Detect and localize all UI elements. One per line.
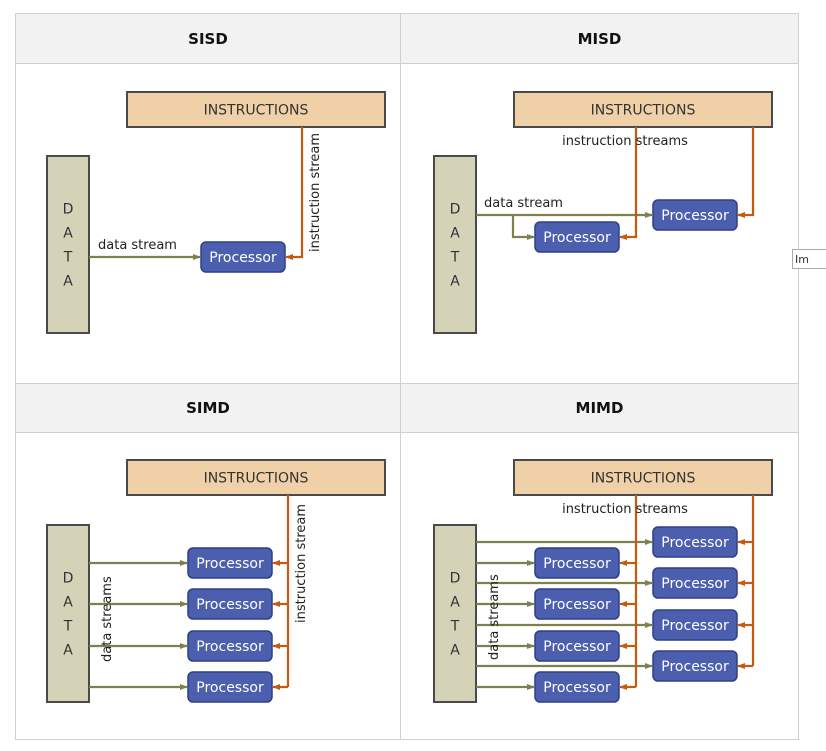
processor-label: Processor — [661, 618, 729, 634]
title-mimd: MIMD — [575, 399, 624, 417]
header-simd: SIMD — [16, 383, 400, 433]
data-stream-arrow — [511, 215, 535, 240]
processor-label: Processor — [543, 680, 611, 696]
data-letter: A — [450, 595, 460, 611]
data-stream-label: data stream — [98, 238, 177, 253]
diagram-simd: INSTRUCTIONSDATAProcessorProcessorProces… — [46, 459, 386, 703]
instruction-streams-label: instruction streams — [562, 502, 688, 517]
processor-label: Processor — [196, 639, 264, 655]
instructions-label: INSTRUCTIONS — [204, 103, 309, 119]
data-letter: D — [63, 202, 74, 218]
data-letter: T — [63, 250, 73, 266]
data-letter: T — [63, 619, 73, 635]
data-letter: A — [63, 274, 73, 290]
data-letter: D — [450, 571, 461, 587]
instructions-box — [513, 91, 773, 128]
data-streams-label: data streams — [100, 576, 115, 662]
processor-label: Processor — [661, 535, 729, 551]
instruction-stream-label: instruction stream — [294, 504, 309, 623]
instructions-box — [513, 459, 773, 496]
data-letter: A — [63, 643, 73, 659]
data-letter: A — [450, 643, 460, 659]
instructions-box — [126, 459, 386, 496]
data-letter: D — [450, 202, 461, 218]
instructions-label: INSTRUCTIONS — [591, 103, 696, 119]
data-stream-label: data stream — [484, 196, 563, 211]
data-letter: A — [450, 226, 460, 242]
processor-label: Processor — [543, 230, 611, 246]
processor-label: Processor — [543, 597, 611, 613]
data-letter: A — [63, 226, 73, 242]
title-misd: MISD — [577, 29, 622, 48]
instructions-box — [126, 91, 386, 128]
instruction-stream-arrow — [737, 127, 755, 218]
processor-label: Processor — [209, 250, 277, 266]
header-sisd: SISD — [16, 14, 400, 64]
processor-label: Processor — [196, 680, 264, 696]
title-simd: SIMD — [186, 399, 230, 417]
data-letter: A — [63, 595, 73, 611]
tooltip-fragment: Im — [792, 249, 826, 269]
data-letter: T — [450, 619, 460, 635]
data-streams-label: data streams — [487, 574, 502, 660]
instruction-stream-arrow — [285, 127, 304, 260]
diagram-mimd: INSTRUCTIONSDATAProcessorProcessorProces… — [433, 459, 773, 703]
instructions-label: INSTRUCTIONS — [591, 471, 696, 487]
instruction-stream-arrow — [619, 127, 638, 240]
header-mimd: MIMD — [401, 383, 798, 433]
data-box — [433, 524, 477, 703]
processor-label: Processor — [196, 556, 264, 572]
processor-label: Processor — [661, 576, 729, 592]
data-letter: A — [450, 274, 460, 290]
data-letter: T — [450, 250, 460, 266]
data-box — [433, 155, 477, 334]
processor-label: Processor — [661, 208, 729, 224]
data-box — [46, 155, 90, 334]
column-divider — [400, 14, 401, 739]
data-box — [46, 524, 90, 703]
processor-label: Processor — [661, 659, 729, 675]
title-sisd: SISD — [188, 29, 228, 48]
header-misd: MISD — [401, 14, 798, 64]
processor-label: Processor — [543, 556, 611, 572]
flynn-taxonomy-table — [15, 13, 799, 740]
instruction-stream-label: instruction stream — [308, 133, 323, 252]
instructions-label: INSTRUCTIONS — [204, 471, 309, 487]
instruction-streams-label: instruction streams — [562, 134, 688, 149]
processor-label: Processor — [196, 597, 264, 613]
processor-label: Processor — [543, 639, 611, 655]
data-letter: D — [63, 571, 74, 587]
